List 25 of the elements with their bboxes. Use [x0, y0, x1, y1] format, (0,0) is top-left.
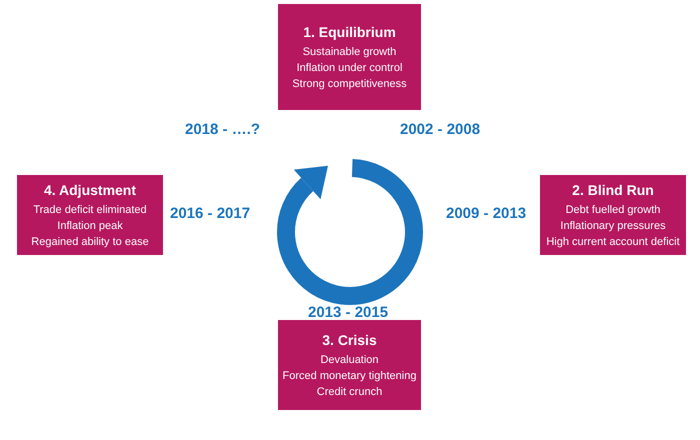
stage-point: Forced monetary tightening: [282, 369, 416, 384]
stage-title: 2. Blind Run: [572, 181, 654, 200]
stage-point: Sustainable growth: [302, 45, 396, 60]
stage-point: Inflation under control: [296, 61, 402, 76]
stage-box: [540, 175, 686, 255]
stage-point: High current account deficit: [546, 235, 680, 250]
stage-box: [17, 175, 163, 255]
stage-point: Strong competitiveness: [292, 77, 407, 92]
period-label: 2016 - 2017: [170, 204, 250, 224]
stage-box: [278, 4, 421, 110]
stage-point: Regained ability to ease: [31, 235, 149, 250]
stage-point: Credit crunch: [316, 385, 382, 400]
stage-point: Devaluation: [320, 353, 379, 368]
period-label: 2002 - 2008: [400, 120, 480, 140]
period-label: 2018 - ….?: [185, 120, 260, 140]
stage-point: Trade deficit eliminated: [33, 203, 147, 218]
stage-title: 4. Adjustment: [44, 181, 136, 200]
period-label: 2009 - 2013: [446, 204, 526, 224]
stage-box: [278, 320, 421, 410]
stage-point: Inflationary pressures: [560, 219, 666, 234]
stage-point: Inflation peak: [57, 219, 123, 234]
stage-title: 1. Equilibrium: [303, 23, 396, 42]
stage-title: 3. Crisis: [322, 331, 377, 350]
period-label: 2013 - 2015: [308, 303, 388, 323]
stage-point: Debt fuelled growth: [566, 203, 660, 218]
